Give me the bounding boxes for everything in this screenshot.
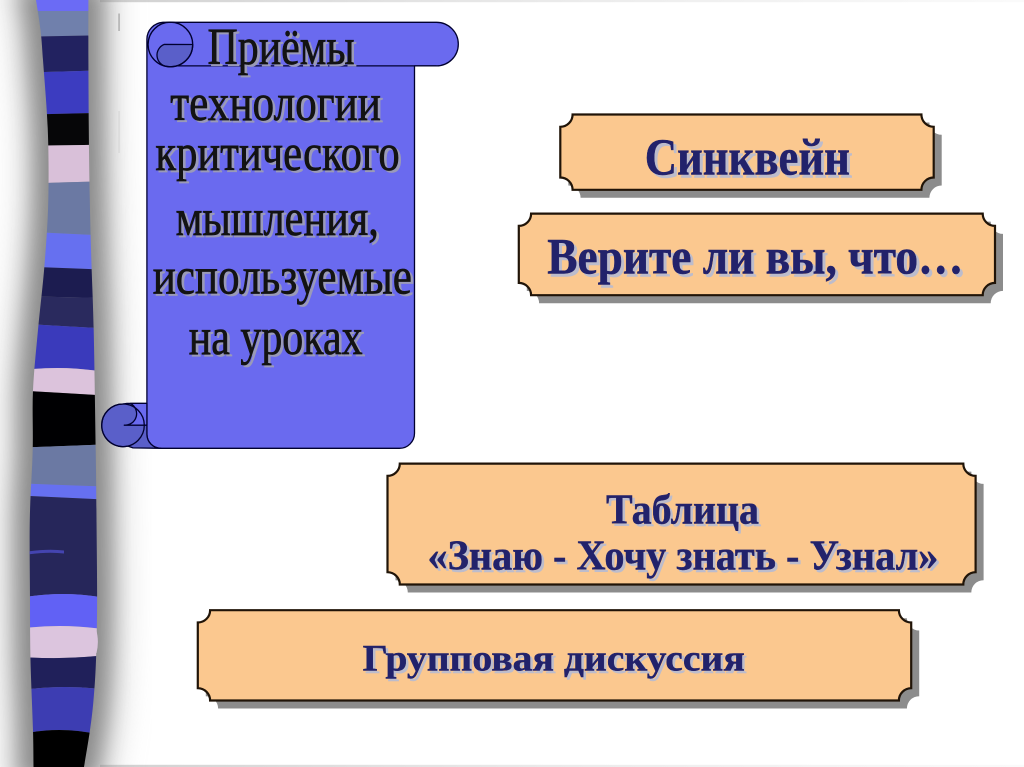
svg-text:Приёмы: Приёмы bbox=[210, 21, 357, 78]
svg-text:Приёмы: Приёмы bbox=[208, 19, 355, 76]
svg-text:Синквейн: Синквейн bbox=[648, 132, 853, 189]
svg-text:мышления,: мышления, bbox=[178, 192, 381, 249]
svg-text:«Знаю - Хочу знать - Узнал»: «Знаю - Хочу знать - Узнал» bbox=[428, 534, 939, 580]
svg-text:Таблица: Таблица bbox=[606, 487, 759, 533]
svg-text:Групповая дискуссия: Групповая дискуссия bbox=[365, 641, 747, 682]
svg-text:критического: критического bbox=[158, 127, 402, 184]
svg-text:на уроках: на уроках bbox=[191, 311, 365, 368]
svg-text:Синквейн: Синквейн bbox=[645, 129, 850, 186]
svg-text:Таблица: Таблица bbox=[609, 490, 762, 536]
svg-text:используемые: используемые bbox=[155, 251, 414, 308]
svg-text:используемые: используемые bbox=[153, 248, 412, 305]
svg-text:критического: критического bbox=[155, 125, 399, 182]
svg-text:Групповая дискуссия: Групповая дискуссия bbox=[363, 638, 745, 679]
svg-text:мышления,: мышления, bbox=[176, 190, 379, 247]
svg-text:технологии: технологии bbox=[173, 77, 384, 134]
svg-text:технологии: технологии bbox=[170, 75, 381, 132]
svg-text:Верите ли вы, что…: Верите ли вы, что… bbox=[547, 228, 963, 284]
svg-text:Верите ли вы, что…: Верите ли вы, что… bbox=[550, 231, 966, 287]
svg-text:на уроках: на уроках bbox=[189, 309, 363, 366]
svg-text:«Знаю - Хочу знать - Узнал»: «Знаю - Хочу знать - Узнал» bbox=[430, 536, 941, 582]
